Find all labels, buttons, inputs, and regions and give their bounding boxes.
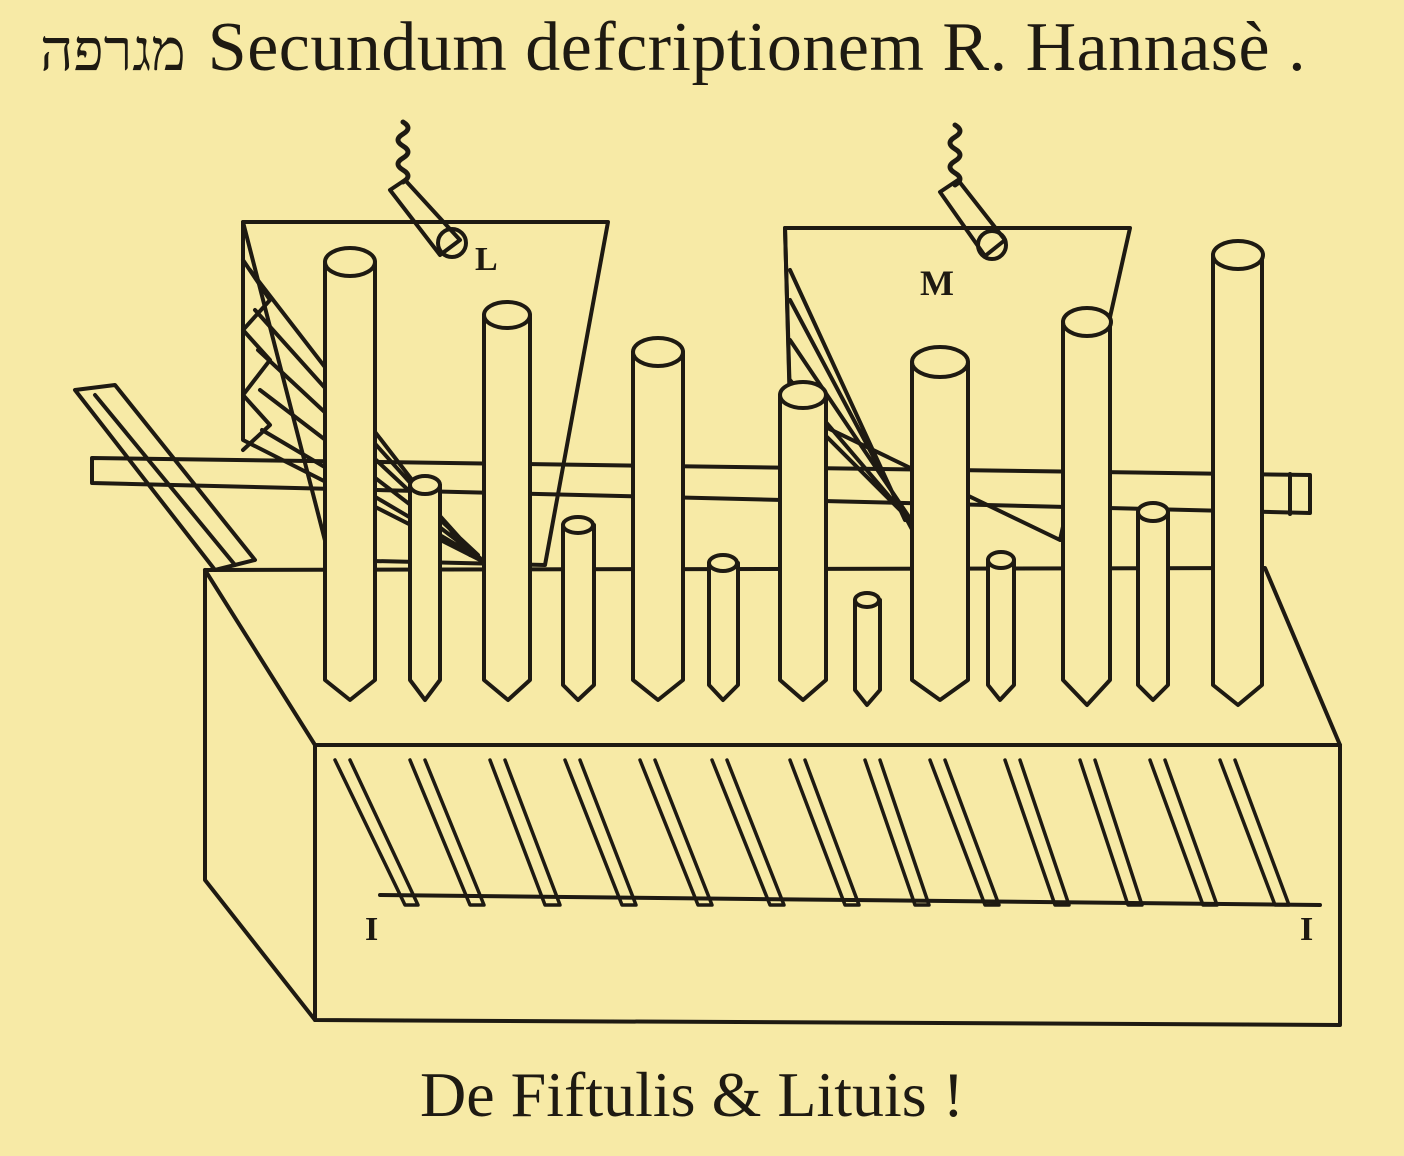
latin-title: Secundum defcriptionem R. Hannasè .: [207, 9, 1307, 86]
hebrew-title: מגרפה: [40, 16, 186, 84]
pipe: [853, 591, 882, 707]
hanging-chain-left: [388, 119, 468, 259]
label-l: L: [475, 241, 498, 278]
label-i-right: I: [1300, 911, 1313, 948]
pipe: [561, 515, 596, 702]
axle-rod: [90, 456, 1312, 516]
organ-pipes: [323, 239, 1265, 707]
pipe: [986, 550, 1016, 702]
page-heading: מגרפה Secundum defcriptionem R. Hannasè …: [40, 8, 1390, 98]
pipe: [1061, 306, 1113, 707]
pipe: [323, 246, 377, 702]
pipe: [408, 474, 442, 702]
wind-chest-box: [203, 566, 1342, 1027]
keyboard-keys: [333, 758, 1291, 907]
pipe: [707, 553, 740, 702]
pipe: [910, 345, 970, 702]
pipe: [1136, 501, 1170, 702]
pipe: [482, 300, 532, 702]
lever-handle: [73, 383, 257, 572]
pipe: [1211, 239, 1265, 707]
label-i-left: I: [365, 911, 378, 948]
label-m: M: [920, 263, 954, 303]
pipe: [631, 336, 685, 702]
pipe: [778, 380, 828, 702]
figure-caption: De Fiftulis & Lituis !: [420, 1059, 964, 1130]
hanging-chain-right: [938, 122, 1008, 261]
